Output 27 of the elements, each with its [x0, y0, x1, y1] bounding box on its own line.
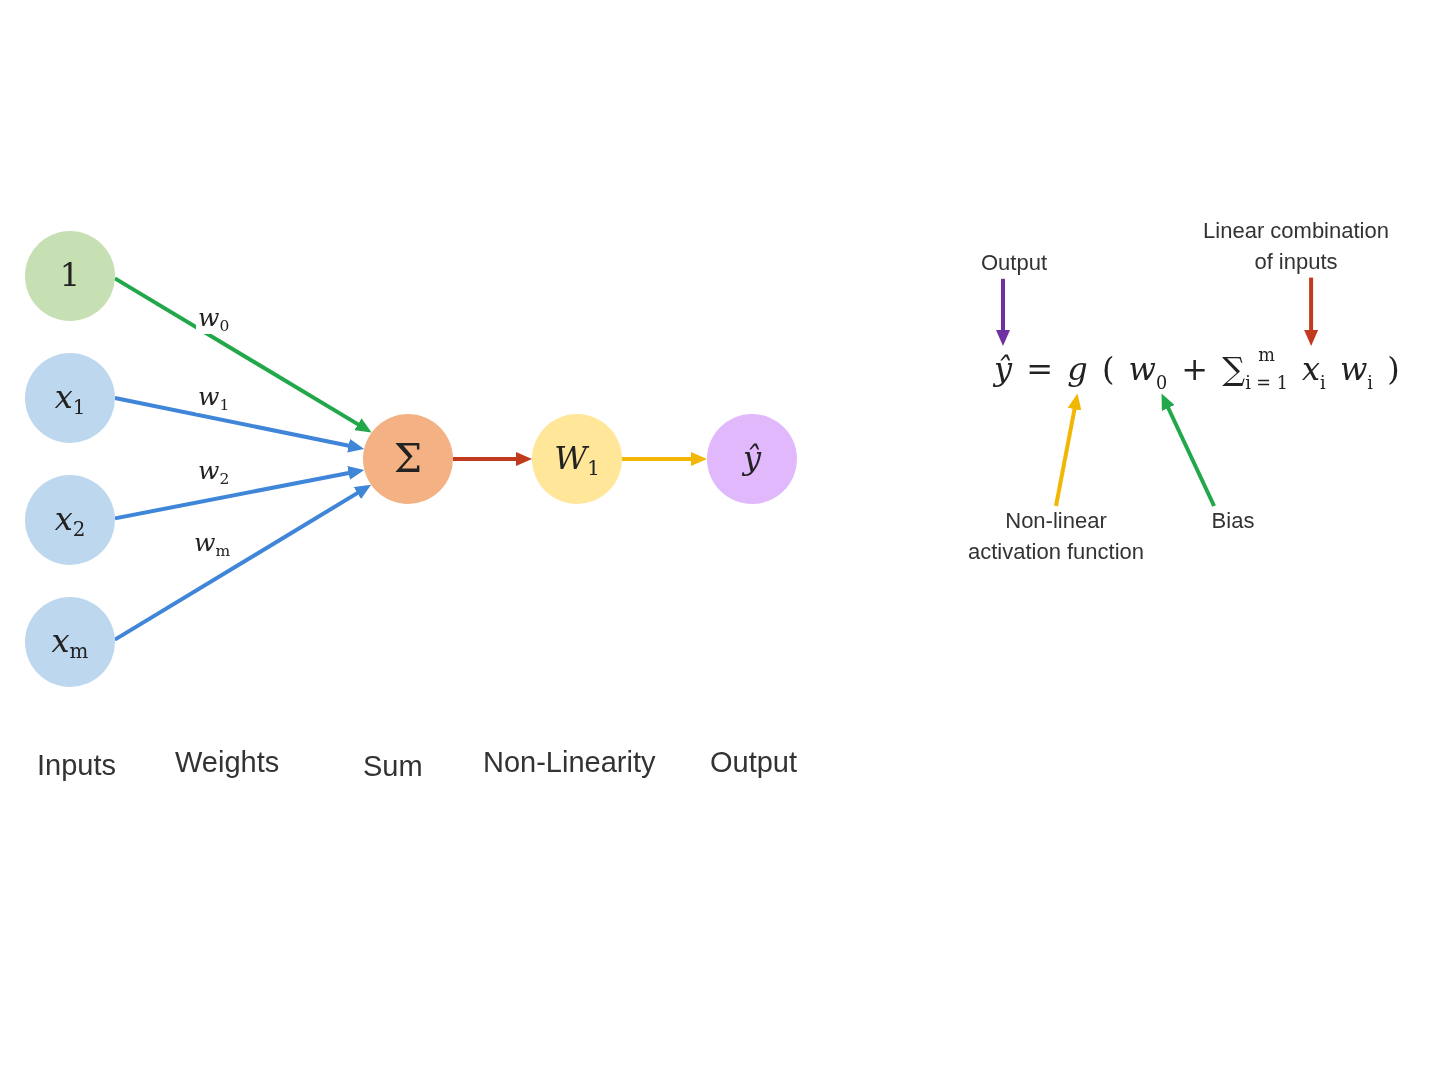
activation-circle: W$_{1}$: [532, 414, 622, 504]
arrow: [1054, 393, 1082, 507]
column-label: Weights: [175, 745, 280, 780]
column-label: Sum: [363, 749, 423, 784]
callout-text: Output: [966, 248, 1062, 279]
column-label: Inputs: [37, 748, 116, 783]
arrow: [996, 278, 1010, 346]
formula: ŷ = g ( w$_{0}$ + ∑$_{i = 1}$$^{m}$ x$_{i}$ w$_{i}$ ): [994, 346, 1400, 394]
arrow: [113, 276, 373, 435]
callout-text: Bias: [1206, 506, 1260, 537]
output-circle: ŷ: [707, 414, 797, 504]
arrow: [114, 396, 365, 453]
callout-text: Linear combination of inputs: [1191, 216, 1401, 278]
arrow: [114, 466, 365, 521]
column-label: Output: [710, 745, 798, 780]
input-circle: x$_{1}$: [25, 353, 115, 443]
column-label: Non-Linearity: [483, 745, 656, 780]
arrow: [1304, 277, 1319, 346]
callout-text: Non-linear activation function: [962, 506, 1150, 568]
sum-circle: Σ: [363, 414, 453, 504]
arrow: [453, 452, 532, 466]
arrow: [113, 483, 373, 642]
input-circle: x$_{2}$: [25, 475, 115, 565]
arrow: [1159, 392, 1216, 507]
arrow: [622, 452, 707, 466]
input-circle: 1: [25, 231, 115, 321]
input-circle: x$_{m}$: [25, 597, 115, 687]
